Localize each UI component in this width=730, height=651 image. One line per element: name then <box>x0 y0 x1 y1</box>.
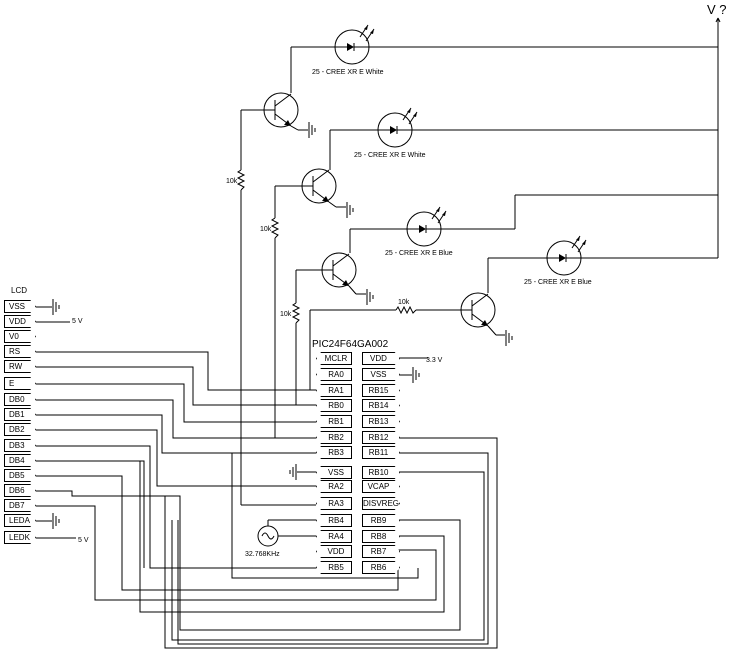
lcd-pin-v0: V0 <box>4 330 36 343</box>
lcd-pin-rw: RW <box>4 360 36 373</box>
mcu-pin-rb15: RB15 <box>362 384 400 397</box>
lcd-pin-vdd: VDD <box>4 315 36 328</box>
mcu-pin-rb11: RB11 <box>362 446 400 459</box>
mcu-pin-disvreg: DISVREG <box>362 497 400 510</box>
lcd-pin-db4: DB4 <box>4 454 36 467</box>
led-label: 25 - CREE XR E White <box>354 152 426 159</box>
mcu-pin-rb3: RB3 <box>316 446 352 459</box>
led-label: 25 - CREE XR E White <box>312 69 384 76</box>
lcd-pin-leda: LEDA <box>4 514 36 527</box>
mcu-pin-rb4: RB4 <box>316 514 352 527</box>
mcu-pin-rb9: RB9 <box>362 514 400 527</box>
mcu-vdd-supply: 3.3 V <box>426 357 443 364</box>
mcu-pin-vss: VSS <box>362 368 400 381</box>
mcu-pin-ra2: RA2 <box>316 480 352 493</box>
lcd-ledk-supply: 5 V <box>78 537 89 544</box>
led-label: 25 - CREE XR E Blue <box>524 279 592 286</box>
supply-label: V ? <box>707 2 727 17</box>
lcd-vdd-supply: 5 V <box>72 318 83 325</box>
mcu-pin-ra4: RA4 <box>316 530 352 543</box>
mcu-pin-vdd: VDD <box>316 545 352 558</box>
mcu-pin-rb7: RB7 <box>362 545 400 558</box>
mcu-pin-ra3: RA3 <box>316 497 352 510</box>
mcu-pin-rb14: RB14 <box>362 399 400 412</box>
resistor-label: 10k <box>260 226 272 233</box>
mcu-pin-rb8: RB8 <box>362 530 400 543</box>
mcu-pin-rb6: RB6 <box>362 561 400 574</box>
lcd-pin-rs: RS <box>4 345 36 358</box>
lcd-pin-e: E <box>4 377 36 390</box>
mcu-pin-ra1: RA1 <box>316 384 352 397</box>
mcu-pin-mclr: MCLR <box>316 352 352 365</box>
lcd-pin-vss: VSS <box>4 300 36 313</box>
lcd-pin-ledk: LEDK <box>4 531 36 544</box>
lcd-pin-db5: DB5 <box>4 469 36 482</box>
mcu-pin-rb12: RB12 <box>362 431 400 444</box>
oscillator-label: 32.768KHz <box>245 551 280 558</box>
mcu-pin-vcap: VCAP <box>362 480 400 493</box>
mcu-pin-vss: VSS <box>316 466 352 479</box>
mcu-pin-rb5: RB5 <box>316 561 352 574</box>
mcu-pin-rb13: RB13 <box>362 415 400 428</box>
lcd-pin-db1: DB1 <box>4 408 36 421</box>
resistor-label: 10k <box>398 299 410 306</box>
lcd-pin-db7: DB7 <box>4 499 36 512</box>
lcd-pin-db3: DB3 <box>4 439 36 452</box>
mcu-name: PIC24F64GA002 <box>312 339 389 350</box>
lcd-title: LCD <box>11 286 27 295</box>
mcu-pin-rb10: RB10 <box>362 466 400 479</box>
mcu-pin-rb1: RB1 <box>316 415 352 428</box>
lcd-pin-db6: DB6 <box>4 484 36 497</box>
resistor-label: 10k <box>226 178 238 185</box>
lcd-pin-db2: DB2 <box>4 423 36 436</box>
mcu-pin-vdd: VDD <box>362 352 400 365</box>
lcd-pin-db0: DB0 <box>4 393 36 406</box>
mcu-pin-rb0: RB0 <box>316 399 352 412</box>
resistor-label: 10k <box>280 311 292 318</box>
led-label: 25 - CREE XR E Blue <box>385 250 453 257</box>
mcu-pin-ra0: RA0 <box>316 368 352 381</box>
mcu-pin-rb2: RB2 <box>316 431 352 444</box>
